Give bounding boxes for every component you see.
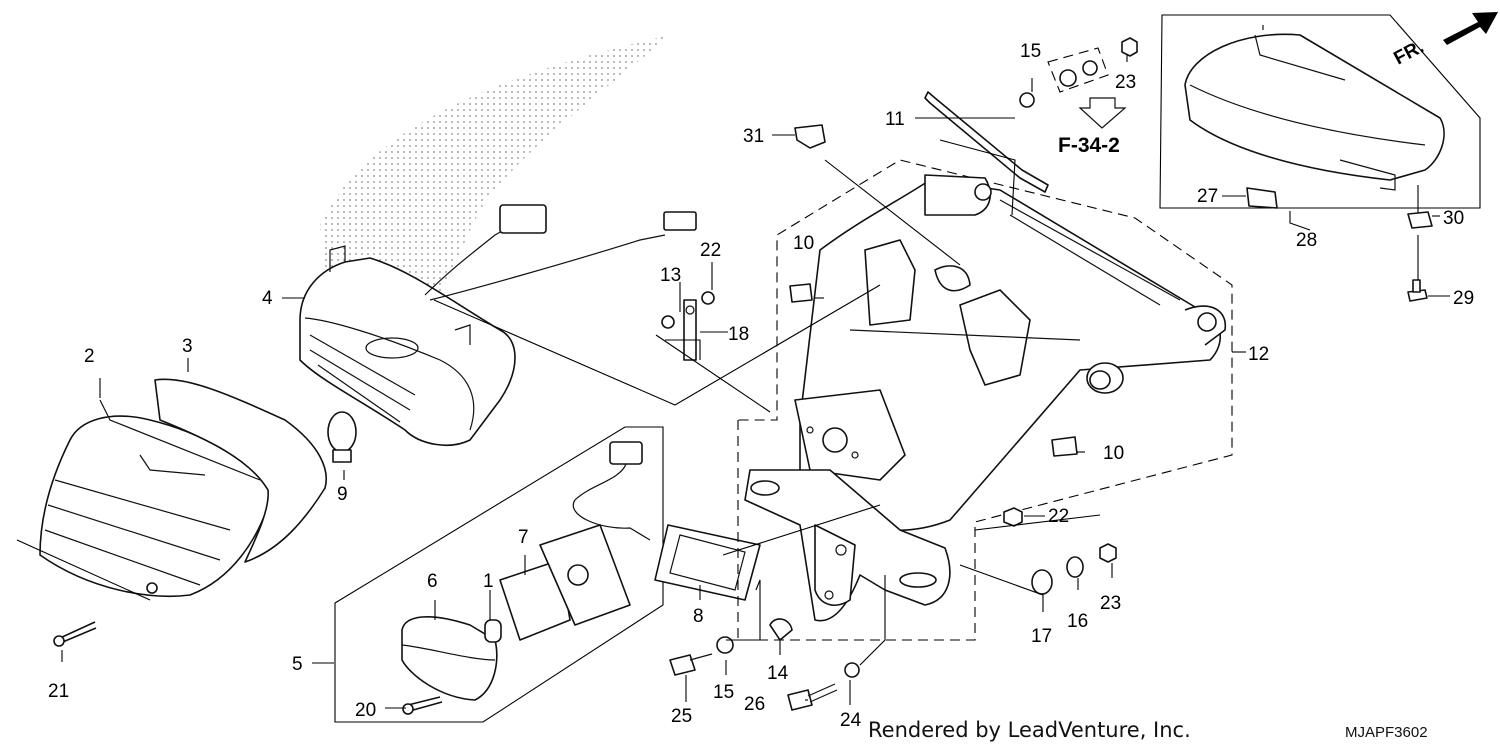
label-5[interactable]: 5 [292, 654, 303, 675]
leader-lines [16, 25, 1450, 709]
label-13[interactable]: 13 [660, 265, 681, 286]
label-17[interactable]: 17 [1031, 626, 1052, 647]
seat-cowl [1184, 33, 1445, 191]
license-light-cover [401, 616, 498, 701]
label-7[interactable]: 7 [518, 527, 529, 548]
body-silhouette [320, 35, 670, 330]
part-labels: 1 2 3 4 5 6 7 8 9 10 10 11 12 13 14 15 1… [48, 41, 1474, 731]
svg-text:FR.: FR. [1390, 37, 1427, 70]
taillight-lens [39, 399, 273, 598]
reference-callout[interactable]: F-34-2 [1058, 134, 1120, 157]
label-18[interactable]: 18 [728, 324, 749, 345]
box-12 [737, 159, 1233, 641]
label-8[interactable]: 8 [693, 606, 704, 627]
label-10-top[interactable]: 10 [793, 233, 814, 254]
fr-arrow: FR. [1390, 12, 1498, 69]
rear-fender-12 [794, 174, 1227, 532]
label-27[interactable]: 27 [1197, 186, 1218, 207]
label-25[interactable]: 25 [671, 706, 692, 727]
license-bracket [744, 469, 951, 622]
taillight-housing [299, 245, 516, 446]
label-2[interactable]: 2 [84, 346, 95, 367]
taillight-harness [424, 204, 697, 301]
label-20[interactable]: 20 [355, 700, 376, 721]
label-31[interactable]: 31 [743, 126, 764, 147]
label-28[interactable]: 28 [1296, 230, 1317, 251]
label-23-right[interactable]: 23 [1100, 593, 1121, 614]
seal-strip-11 [924, 91, 1049, 193]
label-22-top[interactable]: 22 [700, 240, 721, 261]
label-21[interactable]: 21 [48, 681, 69, 702]
label-16[interactable]: 16 [1067, 611, 1088, 632]
hardware [53, 37, 1433, 715]
label-3[interactable]: 3 [182, 336, 193, 357]
label-15-bottom[interactable]: 15 [713, 682, 734, 703]
reflector-8 [654, 524, 761, 601]
label-15-top[interactable]: 15 [1020, 41, 1041, 62]
label-4[interactable]: 4 [262, 288, 273, 309]
label-1[interactable]: 1 [483, 571, 494, 592]
label-24[interactable]: 24 [840, 710, 862, 731]
label-29[interactable]: 29 [1453, 288, 1474, 309]
diagram-code: MJAPF3602 [1345, 724, 1428, 741]
label-14[interactable]: 14 [767, 663, 789, 684]
label-6[interactable]: 6 [427, 571, 438, 592]
bulb-9 [327, 411, 357, 463]
taillight-gasket [154, 378, 327, 563]
label-22-right[interactable]: 22 [1048, 506, 1069, 527]
box-28 [1159, 14, 1481, 209]
footer-credit: Rendered by LeadVenture, Inc. [868, 718, 1191, 742]
label-23-top[interactable]: 23 [1115, 72, 1136, 93]
label-12[interactable]: 12 [1248, 344, 1269, 365]
label-10-right[interactable]: 10 [1103, 443, 1124, 464]
bulb-1 [484, 619, 502, 643]
label-30[interactable]: 30 [1443, 208, 1464, 229]
license-light-base [499, 441, 651, 641]
label-26[interactable]: 26 [744, 694, 765, 715]
box-5 [334, 426, 664, 723]
label-11[interactable]: 11 [885, 109, 905, 130]
label-9[interactable]: 9 [337, 484, 348, 505]
